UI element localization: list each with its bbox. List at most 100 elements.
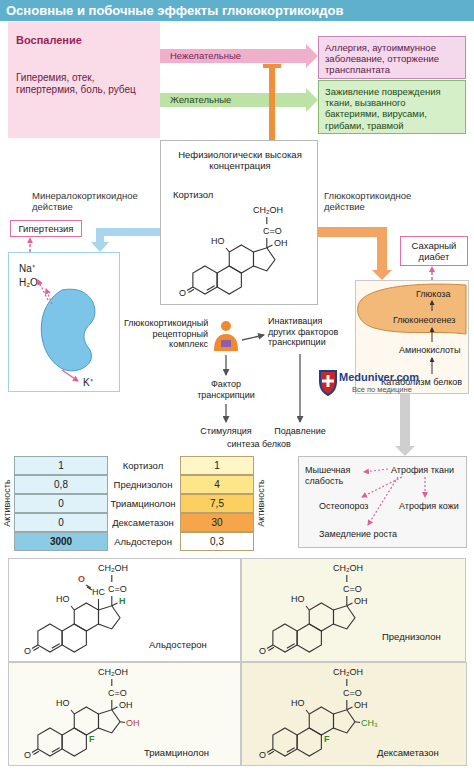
bond-line	[347, 603, 353, 606]
table-cell: 7,5	[180, 494, 254, 513]
bond-line	[111, 596, 112, 606]
atom-label: C=O	[343, 688, 362, 699]
atom-label: OH	[119, 700, 133, 711]
bond-line	[71, 710, 74, 714]
bond-line	[226, 248, 229, 252]
bond-line	[98, 599, 99, 610]
annotation-label: Глюкокортикоидный рецепторный комплекс	[124, 318, 208, 350]
table-cell: 0	[14, 494, 108, 513]
effect-box: Гипертензия	[10, 220, 82, 237]
receptor-icon	[214, 334, 238, 351]
table-cell: 4	[180, 475, 254, 494]
bond-line	[71, 606, 74, 610]
bond-line	[346, 700, 347, 710]
node-text: Атрофия ткани	[391, 465, 463, 476]
node-text: Остеопороз	[319, 501, 373, 512]
effect-arrow	[362, 477, 402, 497]
atom-label: CH₂OH	[333, 667, 363, 678]
bond-line	[269, 751, 275, 754]
retention-arrow	[46, 289, 52, 304]
steroid-ring	[334, 710, 356, 733]
atom-label: HO	[211, 236, 225, 247]
annotation-label: синтеза белков	[214, 439, 304, 450]
steroid-ring	[193, 266, 217, 294]
logo-shield	[320, 371, 336, 395]
node-text: Альдостерон	[149, 639, 235, 650]
arrow	[225, 355, 226, 375]
bond-line	[87, 587, 92, 590]
bond-line	[111, 575, 112, 582]
atom-label: F	[89, 734, 95, 745]
axis-label: Активность	[256, 455, 268, 551]
bond-line	[111, 700, 112, 710]
atom-label: CH₂OH	[98, 667, 128, 678]
connector-label: Нежелательные	[168, 50, 243, 61]
bond-line	[120, 721, 125, 723]
atom-label: OH	[354, 700, 368, 711]
atom-label: HO	[56, 594, 70, 605]
bond-line	[207, 286, 215, 291]
atom-label: C=O	[108, 584, 127, 595]
node-text: Аминокислоты	[399, 345, 465, 356]
table-row-name: Преднизолон	[108, 475, 178, 494]
table-cell: 0,8	[14, 475, 108, 494]
steroid-ring	[74, 707, 98, 735]
atom-label: OH	[354, 596, 368, 607]
node-text: H₂O	[19, 277, 49, 289]
node-text: Нефизиологически высокая концентрация	[169, 149, 311, 171]
steroid-ring	[38, 728, 62, 756]
illustration-group	[187, 217, 275, 294]
bond-line	[346, 596, 347, 606]
node-text: K⁺	[83, 377, 107, 389]
node-text: Мышечная слабость	[305, 465, 361, 486]
atom-label: O	[24, 750, 31, 761]
receptor-icon	[221, 340, 231, 347]
table-cell: 30	[180, 513, 254, 532]
annotation-label: Фактор транскрипции	[191, 379, 261, 400]
steroid-ring	[273, 728, 297, 756]
retention-arrow	[38, 280, 48, 300]
atom-label: HO	[291, 698, 305, 709]
table-cell: 0	[14, 513, 108, 532]
undesired-box: Аллергия, аутоиммунное заболевание, отто…	[318, 36, 466, 79]
atom-label: O	[24, 646, 31, 657]
liver-shape	[358, 284, 466, 334]
steroid-ring	[229, 245, 253, 273]
node-text: Преднизолон	[382, 631, 462, 642]
connector	[400, 394, 410, 446]
axis-label: Активность	[2, 455, 14, 551]
node-text: Na⁺	[19, 263, 49, 275]
steroid-ring	[297, 728, 321, 756]
node-text: Гипертензия	[14, 223, 78, 234]
atom-label: O	[259, 750, 266, 761]
connector-label: Желательные	[168, 94, 233, 105]
node-text: Воспаление	[16, 34, 152, 47]
bond-line	[52, 644, 60, 649]
node-text: Дексаметазон	[377, 747, 463, 758]
steroid-ring	[99, 710, 121, 733]
atom-label: C=O	[108, 688, 127, 699]
bond-line	[189, 289, 195, 292]
table-row-name: Кортизол	[108, 456, 178, 475]
table-row-name: Триамцинолон	[108, 494, 178, 513]
inhibition-bar	[269, 67, 275, 140]
node-text: Сахарный диабет	[404, 240, 464, 262]
bond-line	[346, 575, 347, 582]
steroid-ring	[309, 707, 333, 735]
node-text: Глюконеогенез	[393, 315, 465, 326]
atom-label: OH	[274, 238, 288, 249]
steroid-ring	[62, 728, 86, 756]
node-illustration	[242, 559, 465, 661]
table-row-name: Альдостерон	[108, 532, 178, 551]
bond-line	[355, 721, 360, 723]
connector	[160, 93, 306, 107]
annotation-label: Meduniver.com	[339, 371, 449, 384]
atom-label: HO	[291, 594, 305, 605]
table-cell: 0,3	[180, 532, 254, 551]
annotation-label: Все по медицине	[352, 386, 442, 395]
connector	[431, 272, 433, 280]
node-text: Заживление повреждения ткани, вызванного…	[325, 86, 461, 131]
inhibition-cap	[263, 64, 281, 68]
table-cell: 1	[14, 456, 108, 475]
node-text: Триамцинолон	[144, 747, 234, 758]
